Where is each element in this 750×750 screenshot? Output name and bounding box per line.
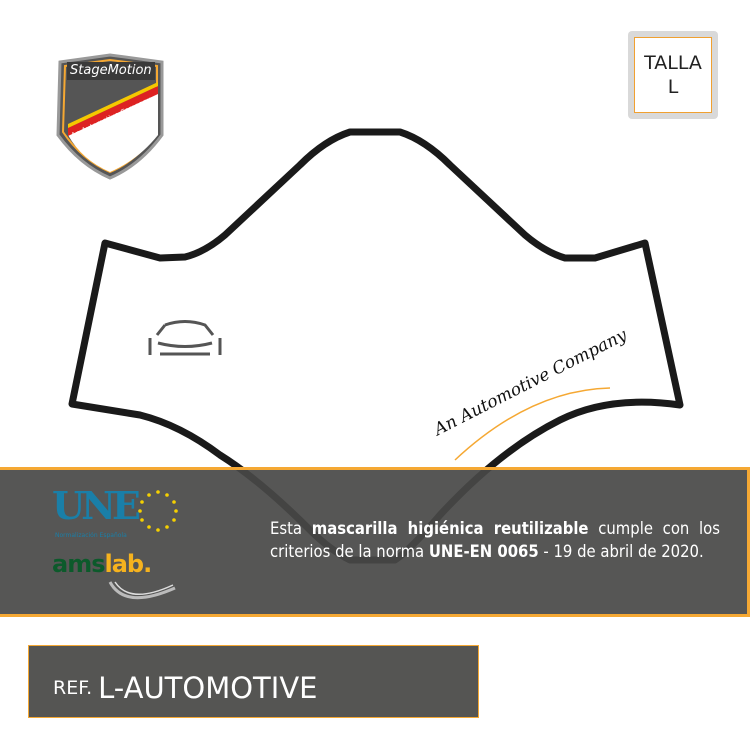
reference-code: L-AUTOMOTIVE xyxy=(98,670,318,705)
text-part: cumple con los criterios de la norma xyxy=(270,519,720,561)
amslab-logo: amslab. xyxy=(52,550,153,578)
size-value: L xyxy=(667,76,679,98)
reference-box: REF. L-AUTOMOTIVE xyxy=(28,645,479,718)
text-bold: UNE-EN 0065 xyxy=(428,542,539,561)
size-label: TALLA xyxy=(644,52,702,74)
amslab-part1: ams xyxy=(52,550,105,578)
size-badge: TALLA L xyxy=(628,31,718,119)
une-logo: UNE xyxy=(52,483,141,528)
amslab-swoosh-icon xyxy=(108,581,176,600)
text-part: - 19 de abril de 2020. xyxy=(538,542,704,561)
stagemotion-logo xyxy=(56,53,164,180)
logo-brand: StageMotion xyxy=(70,63,152,78)
certification-text: Esta mascarilla higiénica reutilizable c… xyxy=(270,517,720,563)
une-subtitle: Normalización Española xyxy=(55,532,127,539)
reference-prefix: REF. xyxy=(53,676,93,699)
text-part: Esta xyxy=(270,519,312,538)
certification-panel: UNE Normalización Española amslab. Esta … xyxy=(0,467,750,617)
eu-stars-icon xyxy=(138,490,178,532)
car-icon xyxy=(148,320,222,356)
text-bold: mascarilla higiénica reutilizable xyxy=(311,519,589,538)
tagline-swoosh xyxy=(454,387,611,461)
amslab-part2: lab. xyxy=(104,550,153,578)
